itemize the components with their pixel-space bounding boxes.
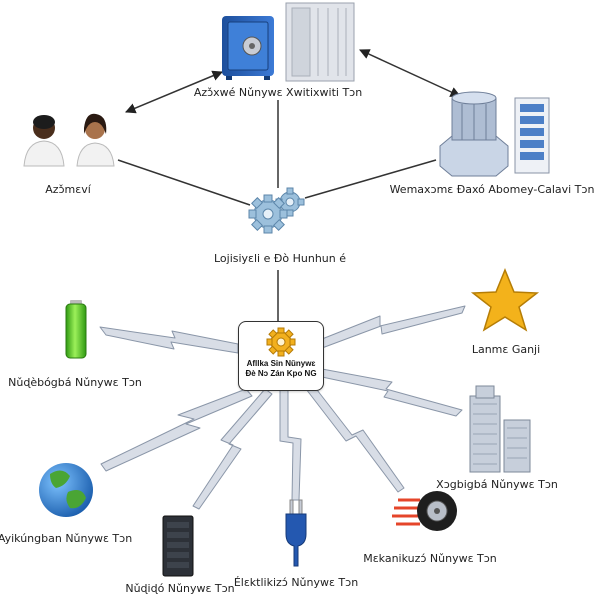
label-battery: Nǔɖèbógbá Nǔnywɛ Tɔn	[8, 376, 142, 389]
plug-icon	[285, 499, 307, 567]
bolt-battery	[99, 326, 239, 354]
hub-box: Afllka Sin Nǔnywɛ Ɖè Nɔ Zán Kpo NG	[238, 321, 324, 391]
label-plug: Élɛktlikizɔ́ Nǔnywɛ Tɔn	[233, 576, 359, 589]
datacenter-icon	[439, 91, 509, 177]
lightning-links	[99, 305, 466, 510]
gears-icon	[248, 187, 305, 234]
rack-icon	[162, 515, 194, 577]
hub-label-line2: Ɖè Nɔ Zán Kpo NG	[245, 369, 317, 378]
label-software: Lojisiyɛli e Ɖò Hunhun é	[213, 252, 347, 265]
bolt-buildings	[321, 368, 463, 417]
bolt-rack	[192, 388, 273, 510]
arrow-top-right	[359, 49, 461, 97]
label-globe: Ayikúngban Nǔnywɛ Tɔn	[0, 532, 133, 545]
label-star: Lanmɛ Ganji	[471, 343, 541, 356]
hub-label-line1: Afllka Sin Nǔnywɛ	[246, 359, 316, 368]
users-icon	[23, 113, 115, 167]
battery-icon	[65, 300, 87, 359]
label-right-server: Wemaxɔmɛ Ɖaxó Abomey-Calavi Tɔn	[389, 183, 595, 196]
globe-icon	[39, 463, 93, 517]
label-users: Azɔ̌mɛví	[45, 183, 91, 196]
server-rack-icon	[514, 97, 550, 174]
connectors	[117, 49, 461, 321]
link-users-software	[117, 159, 251, 206]
hub-gear-icon	[266, 327, 296, 357]
bolt-globe	[100, 388, 253, 472]
label-top-server: Azɔ̌xwé Nǔnywɛ Xwitixwiti Tɔn	[193, 86, 363, 99]
buildings-icon	[469, 385, 531, 473]
star-icon	[470, 268, 540, 332]
server-cabinet-icon	[285, 2, 355, 82]
arrow-top-left	[125, 70, 223, 114]
label-wheel: Mɛkanikuzɔ́ Nǔnywɛ Tɔn	[363, 552, 497, 565]
link-right-software	[304, 159, 437, 199]
safe-icon	[222, 16, 274, 80]
label-buildings: Xɔgbigbá Nǔnywɛ Tɔn	[436, 478, 558, 491]
wheel-icon	[392, 491, 457, 531]
label-server-rack: Nǔɖiɖó Nǔnywɛ Tɔn	[125, 582, 235, 595]
bolt-plug	[279, 388, 302, 501]
bolt-wheel	[305, 385, 405, 493]
bolt-star	[321, 305, 466, 349]
